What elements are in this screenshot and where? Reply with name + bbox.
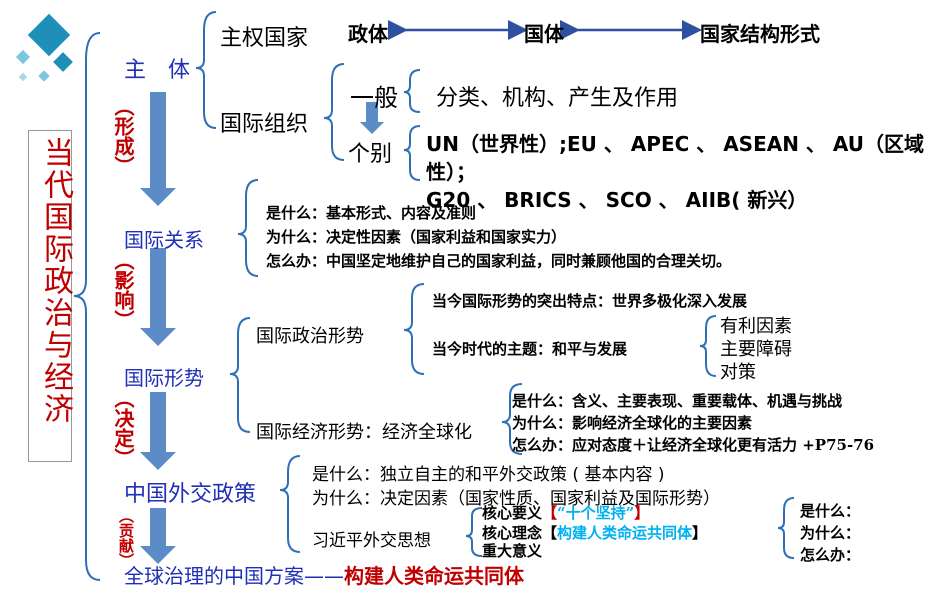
relations-why: 为什么：决定性因素（国家利益和国家实力） bbox=[266, 228, 567, 246]
node-specific: 个别 bbox=[348, 142, 393, 167]
node-general: 一般 bbox=[350, 84, 398, 112]
theme-measures: 对策 bbox=[720, 362, 756, 383]
node-policy: 中国外交政策 bbox=[124, 482, 257, 507]
node-structure: 国家结构形式 bbox=[700, 22, 820, 46]
political-theme: 当今时代的主题：和平与发展 bbox=[432, 340, 628, 358]
policy-what: 是什么：独立自主的和平外交政策 ( 基本内容 ) bbox=[312, 465, 665, 485]
label-contribute: （贡献） bbox=[117, 508, 135, 568]
general-items: 分类、机构、产生及作用 bbox=[436, 86, 679, 111]
q-what: 是什么： bbox=[800, 502, 861, 520]
bracket-close-2: 】 bbox=[692, 524, 708, 542]
label-decide: （决定） bbox=[111, 388, 135, 468]
core-idea-label: 核心理念 bbox=[482, 524, 543, 542]
relations-how: 怎么办：中国坚定地维护自己的国家利益，同时兼顾他国的合理关切。 bbox=[266, 252, 732, 270]
main-title: 当代国际政治与经济 bbox=[28, 130, 73, 462]
node-relations: 国际关系 bbox=[124, 228, 204, 252]
node-economic: 国际经济形势：经济全球化 bbox=[256, 422, 472, 443]
node-intl-org: 国际组织 bbox=[220, 112, 309, 137]
core-req-value: “十个坚持” bbox=[557, 504, 635, 522]
node-political: 国际政治形势 bbox=[256, 326, 364, 347]
core-req-label: 核心要义 bbox=[482, 504, 543, 522]
label-formation: （形成） bbox=[111, 96, 135, 176]
specific-line2: 性）； bbox=[426, 160, 476, 184]
relations-what: 是什么：基本形式、内容及准则 bbox=[266, 204, 477, 222]
xi-core-req: 核心要义【“十个坚持”】 bbox=[482, 502, 649, 523]
political-feature: 当今国际形势的突出特点：世界多极化深入发展 bbox=[432, 292, 748, 310]
bracket-close-1: 】 bbox=[634, 504, 650, 522]
node-governance: 全球治理的中国方案——构建人类命运共同体 bbox=[124, 560, 524, 589]
label-influence: （影响） bbox=[111, 250, 135, 330]
xi-core-idea: 核心理念【构建人类命运共同体】 bbox=[482, 522, 707, 543]
node-situation: 国际形势 bbox=[124, 366, 204, 390]
econ-how: 怎么办：应对态度＋让经济全球化更有活力 +P75-76 bbox=[512, 436, 875, 454]
theme-favorable: 有利因素 bbox=[720, 316, 792, 337]
bracket-open-2: 【 bbox=[542, 524, 558, 542]
logo-decoration bbox=[0, 0, 90, 95]
core-idea-value: 构建人类命运共同体 bbox=[557, 524, 693, 542]
governance-red: 构建人类命运共同体 bbox=[344, 564, 524, 588]
q-how: 怎么办： bbox=[800, 546, 861, 564]
specific-line3: G20 、 BRICS 、 SCO 、 AIIB( 新兴） bbox=[426, 188, 808, 212]
governance-label: 全球治理的中国方案—— bbox=[124, 564, 344, 588]
node-zhuti: 主 体 bbox=[124, 58, 191, 83]
specific-line1: UN（世界性）;EU 、 APEC 、 ASEAN 、 AU（区域 bbox=[426, 132, 924, 156]
policy-why: 为什么：决定因素（国家性质、国家利益及国际形势） bbox=[312, 489, 720, 509]
theme-obstacles: 主要障碍 bbox=[720, 339, 792, 360]
econ-why: 为什么：影响经济全球化的主要因素 bbox=[512, 414, 753, 432]
node-zhengti: 政体 bbox=[348, 22, 388, 46]
q-why: 为什么： bbox=[800, 524, 861, 542]
node-guoti: 国体 bbox=[524, 22, 564, 46]
node-xi-thought: 习近平外交思想 bbox=[312, 531, 431, 551]
xi-significance: 重大意义 bbox=[482, 542, 543, 560]
bracket-open-1: 【 bbox=[542, 504, 558, 522]
node-sovereign: 主权国家 bbox=[220, 26, 309, 51]
main-title-text: 当代国际政治与经济 bbox=[38, 137, 73, 425]
econ-what: 是什么：含义、主要表现、重要载体、机遇与挑战 bbox=[512, 392, 843, 410]
